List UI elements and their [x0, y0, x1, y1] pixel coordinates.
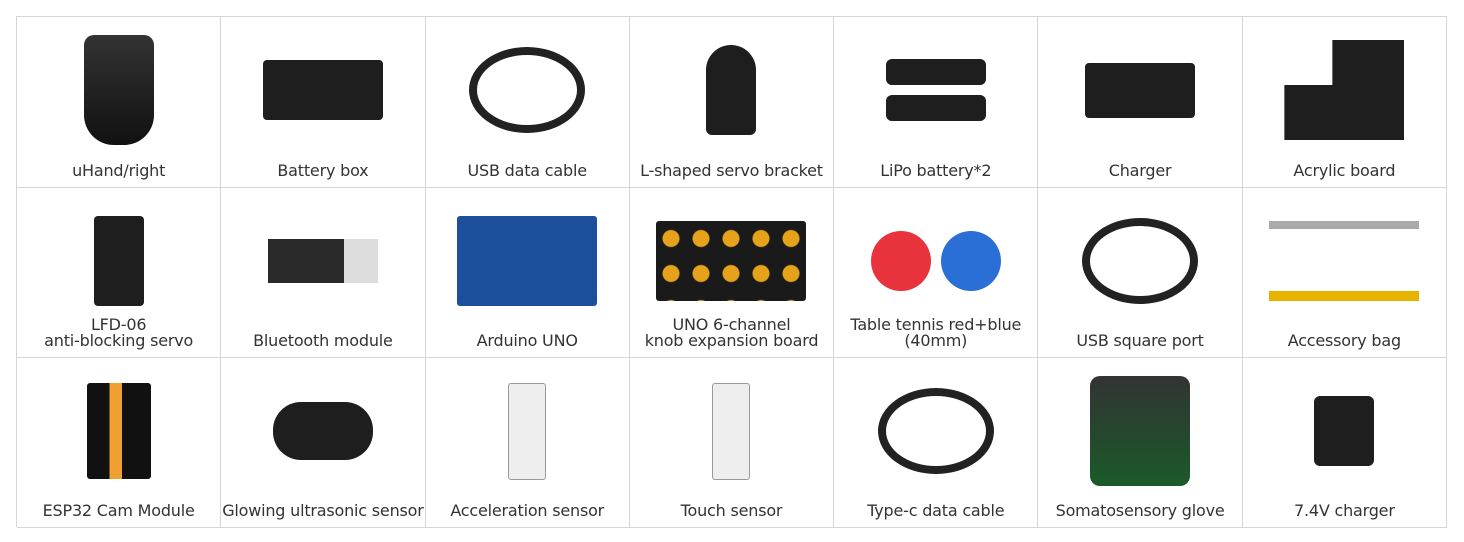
- cable-shape-icon: [1082, 218, 1199, 304]
- adapter-shape-icon: [1314, 396, 1375, 466]
- part-cell: UNO 6-channel knob expansion board: [629, 188, 835, 358]
- part-label: Bluetooth module: [253, 331, 393, 350]
- part-cell: LiPo battery*2: [834, 17, 1039, 188]
- part-cell: Type-c data cable: [834, 358, 1039, 528]
- part-label: LiPo battery*2: [880, 161, 992, 180]
- ball-icon: [870, 231, 931, 291]
- robotic-hand-icon: [17, 31, 220, 149]
- tools-shape-icon: [1269, 221, 1420, 301]
- accessory-bag-icon: [1243, 202, 1446, 320]
- part-label: Accessory bag: [1287, 331, 1401, 350]
- part-label: Acrylic board: [1293, 161, 1396, 180]
- charger-icon: [1038, 31, 1241, 149]
- part-cell: Charger: [1038, 17, 1243, 188]
- part-label: 7.4V charger: [1294, 501, 1395, 520]
- acrylic-shape-icon: [1284, 40, 1405, 140]
- part-cell: USB square port: [1038, 188, 1243, 358]
- ultra-shape-icon: [272, 402, 373, 460]
- table-tennis-balls-icon: [834, 202, 1037, 320]
- part-cell: 7.4V charger: [1242, 358, 1447, 528]
- part-label: USB square port: [1076, 331, 1204, 350]
- part-label: Battery box: [277, 161, 369, 180]
- hand-shape-icon: [83, 35, 154, 145]
- part-label: Type-c data cable: [867, 501, 1005, 520]
- part-label: ESP32 Cam Module: [42, 501, 195, 520]
- arduino-board-icon: [426, 202, 629, 320]
- esp32-cam-icon: [17, 372, 220, 490]
- part-label: uHand/right: [72, 161, 166, 180]
- battery-shape-icon: [885, 95, 986, 121]
- knob-board-icon: [630, 202, 833, 320]
- bracket-shape-icon: [706, 45, 757, 135]
- cable-shape-icon: [469, 47, 586, 133]
- cable-shape-icon: [877, 388, 994, 474]
- lipo-battery-icon: [834, 31, 1037, 149]
- part-cell: Acrylic board: [1242, 17, 1447, 188]
- part-label: Arduino UNO: [476, 331, 578, 350]
- sensor-shape-icon: [508, 382, 547, 480]
- part-cell: Battery box: [221, 17, 426, 188]
- part-cell: L-shaped servo bracket: [629, 17, 835, 188]
- part-label: LFD-06 anti-blocking servo: [44, 315, 194, 350]
- part-label: UNO 6-channel knob expansion board: [644, 315, 819, 350]
- part-label: Somatosensory glove: [1055, 501, 1225, 520]
- sensor-shape-icon: [712, 382, 751, 480]
- part-label: Table tennis red+blue (40mm): [850, 315, 1022, 350]
- part-cell: Somatosensory glove: [1038, 358, 1243, 528]
- charger-shape-icon: [1085, 62, 1196, 118]
- part-cell: Glowing ultrasonic sensor: [221, 358, 426, 528]
- acceleration-sensor-icon: [426, 372, 629, 490]
- part-cell: Touch sensor: [629, 358, 835, 528]
- glove-icon: [1038, 372, 1241, 490]
- uno-shape-icon: [457, 216, 598, 306]
- part-cell: USB data cable: [425, 17, 630, 188]
- part-cell: LFD-06 anti-blocking servo: [17, 188, 222, 358]
- part-cell: Arduino UNO: [425, 188, 630, 358]
- part-label: Touch sensor: [680, 501, 783, 520]
- part-label: Acceleration sensor: [450, 501, 605, 520]
- servo-icon: [17, 202, 220, 320]
- part-cell: Bluetooth module: [221, 188, 426, 358]
- part-cell: ESP32 Cam Module: [17, 358, 222, 528]
- touch-sensor-icon: [630, 372, 833, 490]
- part-cell: Acceleration sensor: [425, 358, 630, 528]
- usb-square-cable-icon: [1038, 202, 1241, 320]
- cam-shape-icon: [86, 383, 151, 479]
- glove-shape-icon: [1090, 376, 1191, 486]
- acrylic-board-icon: [1243, 31, 1446, 149]
- power-adapter-icon: [1243, 372, 1446, 490]
- part-label: Charger: [1108, 161, 1172, 180]
- bluetooth-module-icon: [221, 202, 424, 320]
- part-label: USB data cable: [467, 161, 588, 180]
- battery-shape-icon: [885, 59, 986, 85]
- servo-bracket-icon: [630, 31, 833, 149]
- part-cell: Accessory bag: [1242, 188, 1447, 358]
- parts-list-grid: uHand/right Battery box USB data cable L-sh…: [16, 16, 1447, 528]
- typec-cable-icon: [834, 372, 1037, 490]
- knob-shape-icon: [656, 221, 807, 301]
- bt-shape-icon: [267, 239, 378, 283]
- battery-box-icon: [221, 31, 424, 149]
- ball-icon: [940, 231, 1001, 291]
- usb-cable-icon: [426, 31, 629, 149]
- part-label: Glowing ultrasonic sensor: [222, 501, 424, 520]
- servo-shape-icon: [93, 216, 144, 306]
- ultrasonic-sensor-icon: [221, 372, 424, 490]
- part-label: L-shaped servo bracket: [640, 161, 823, 180]
- part-cell: uHand/right: [17, 17, 222, 188]
- box-shape-icon: [262, 60, 383, 120]
- part-cell: Table tennis red+blue (40mm): [834, 188, 1039, 358]
